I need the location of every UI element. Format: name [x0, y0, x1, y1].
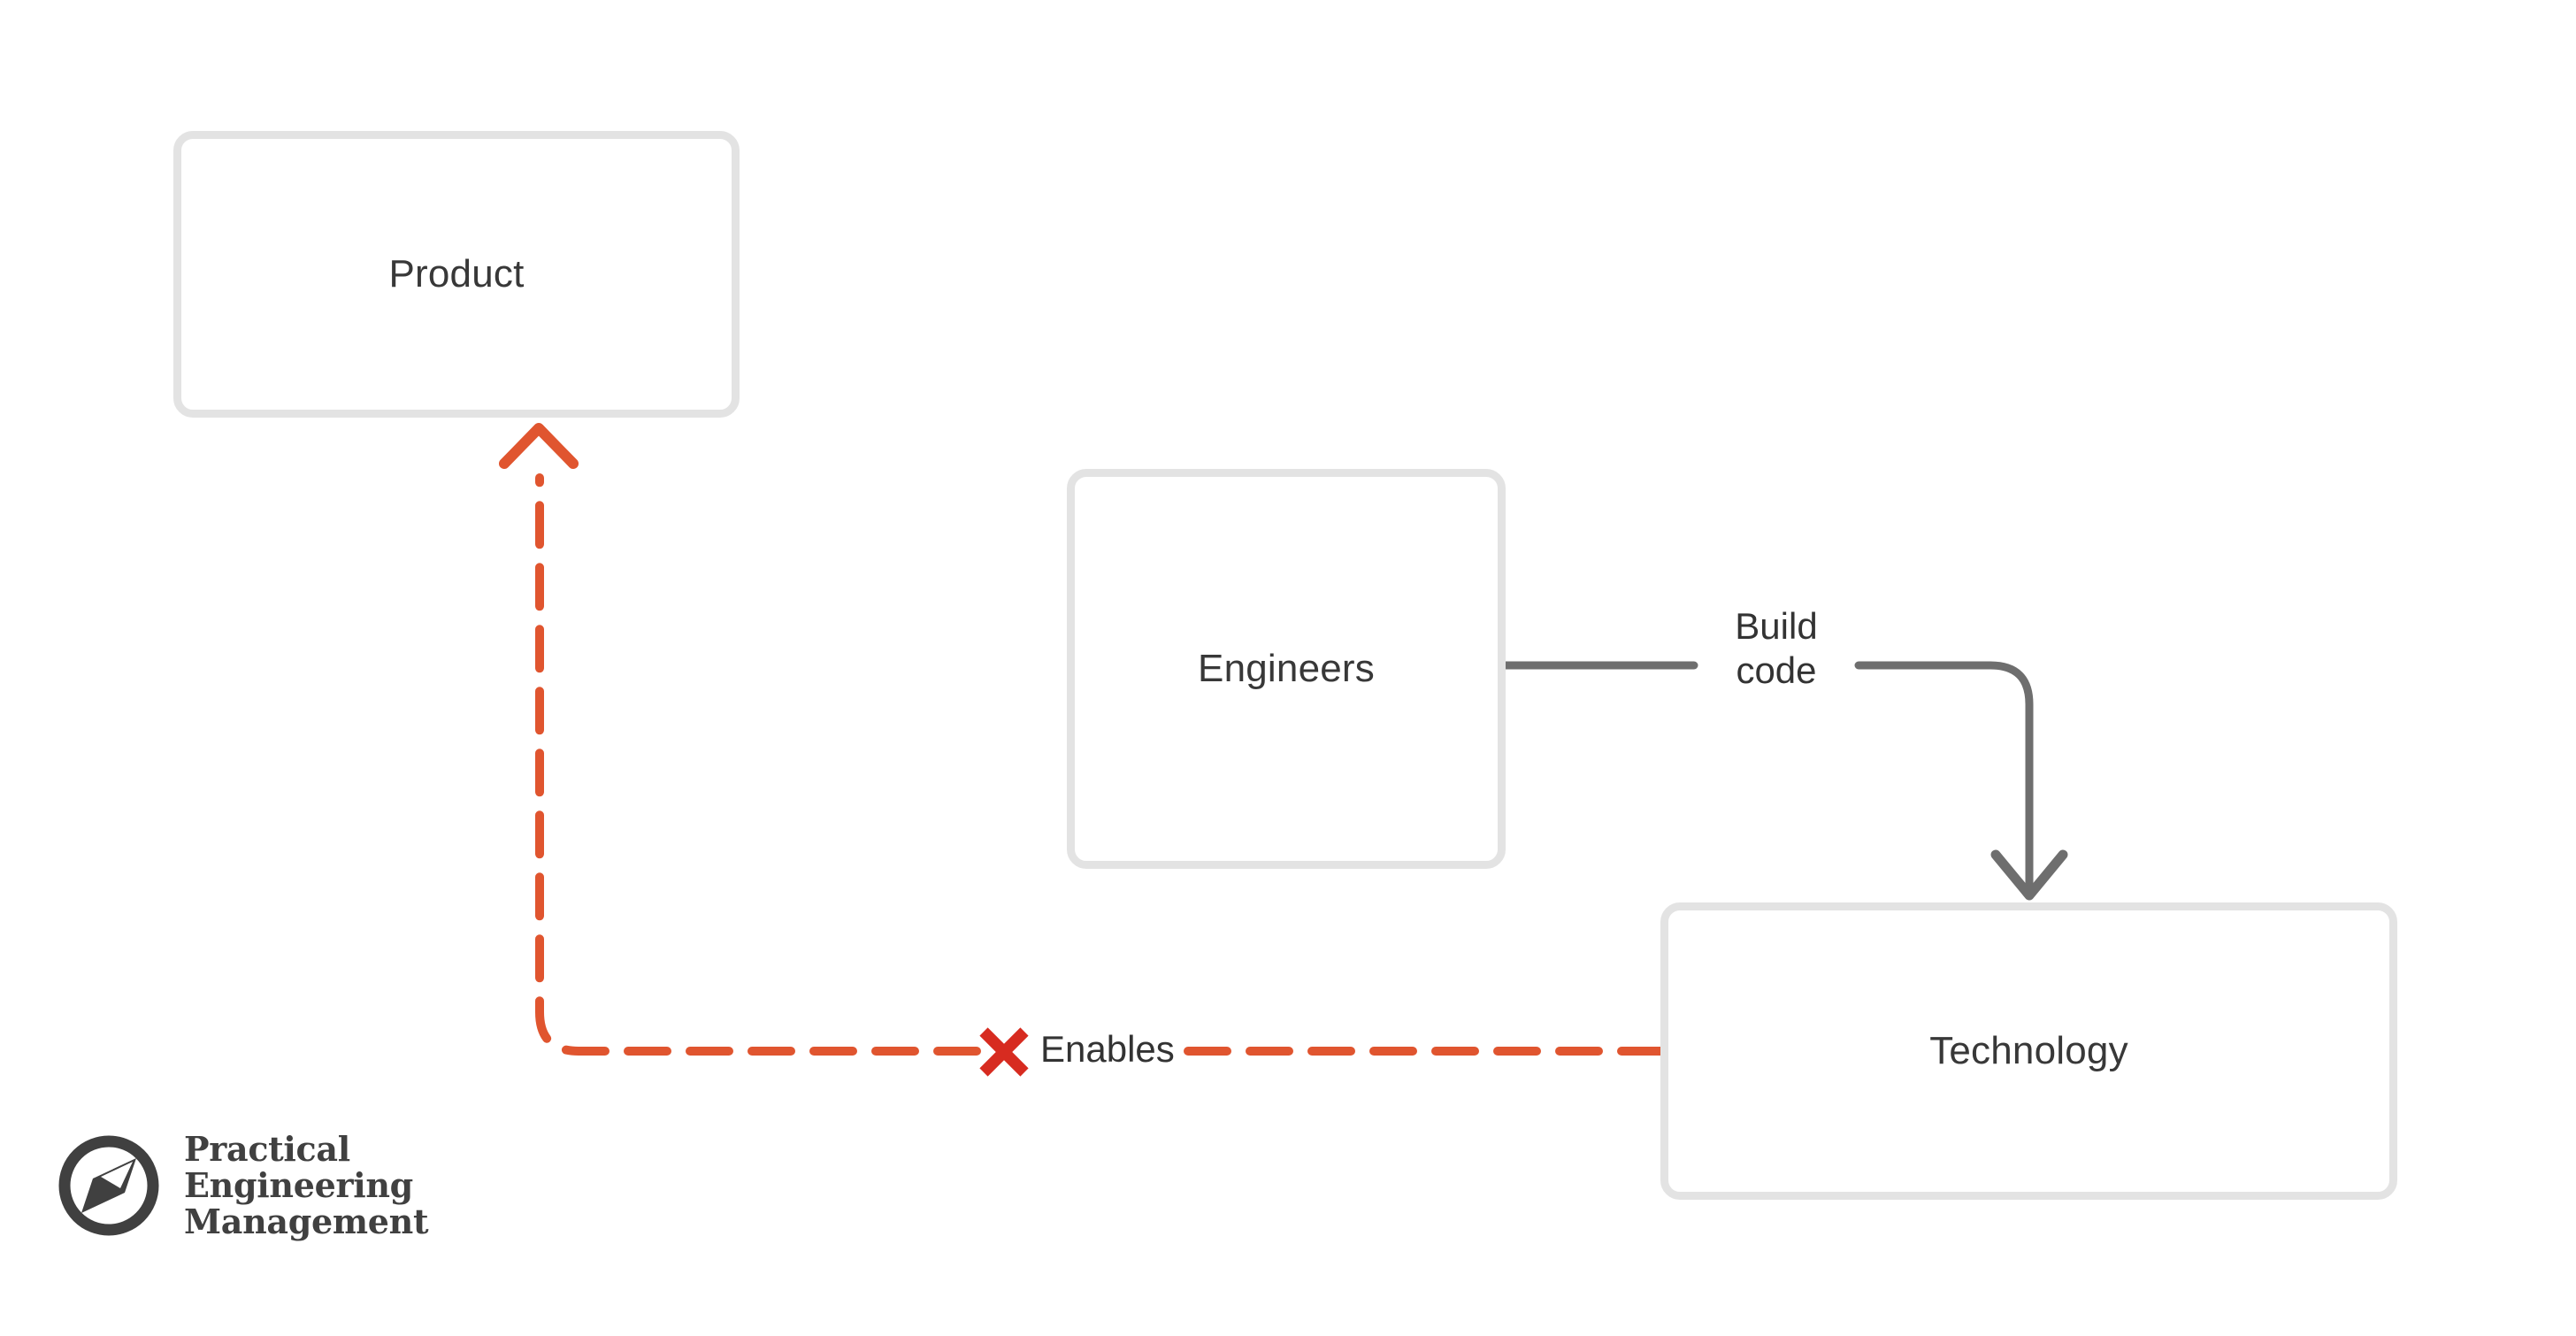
- node-product[interactable]: Product: [173, 131, 740, 418]
- node-engineers[interactable]: Engineers: [1067, 469, 1506, 869]
- node-technology-label: Technology: [1929, 1028, 2128, 1072]
- node-engineers-label: Engineers: [1198, 646, 1375, 690]
- compass-icon: [58, 1135, 159, 1236]
- brand-name: Practical Engineering Management: [184, 1129, 429, 1242]
- node-product-label: Product: [388, 251, 525, 296]
- arrowhead-up-icon: [499, 423, 579, 469]
- edge-enables: [499, 423, 1665, 1056]
- arrowhead-down-icon: [1990, 849, 2068, 901]
- edge-label-build-code: Build code: [1701, 604, 1852, 693]
- edge-label-enables: Enables: [1037, 1024, 1182, 1075]
- node-technology[interactable]: Technology: [1660, 902, 2397, 1200]
- edge-enables-segment-left: [535, 473, 981, 1056]
- edge-build-code: [1501, 661, 2068, 901]
- edge-build-code-segment-right: [1854, 661, 2034, 889]
- x-mark-icon: [979, 1027, 1029, 1077]
- brand-logo: Practical Engineering Management: [55, 1129, 429, 1242]
